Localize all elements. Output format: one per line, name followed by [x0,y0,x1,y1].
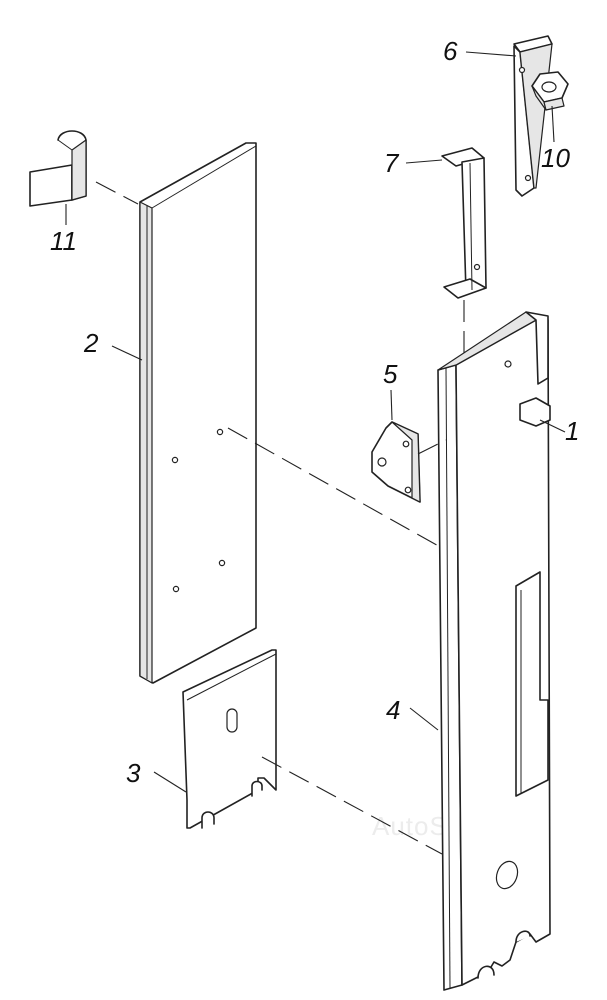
part-5-bracket [371,421,421,503]
assembly-line-2-4 [227,427,443,549]
callout-3: 3 [126,758,141,788]
assembly-line-11-2 [95,181,139,205]
part-11-clip [29,130,87,207]
part-3-plate [182,649,277,829]
part-4-channel [437,311,551,991]
callout-5: 5 [383,359,398,389]
part-10-nut [531,71,569,111]
part-2-panel [139,142,257,684]
callout-10: 10 [541,143,570,173]
callout-7: 7 [384,148,400,178]
callout-11: 11 [50,226,77,256]
callout-6: 6 [443,36,458,66]
assembly-line-5-4 [417,439,447,455]
callout-1: 1 [565,416,579,446]
callout-4: 4 [386,695,400,725]
part-7-z-bracket [441,147,487,299]
callout-2: 2 [83,328,99,358]
assembly-line-3-4 [261,756,443,855]
